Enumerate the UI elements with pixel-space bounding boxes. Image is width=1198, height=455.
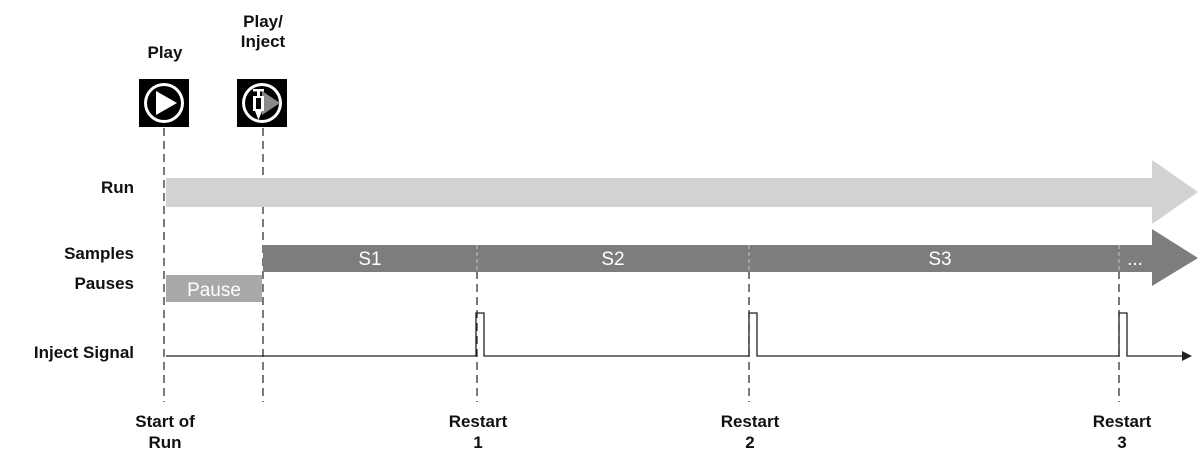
segment-more-label: ... — [1127, 249, 1143, 270]
restart-3-label-line2: 3 — [1117, 433, 1127, 452]
play-inject-icon[interactable] — [237, 79, 287, 127]
samples-row-label: Samples — [64, 244, 134, 263]
play-label: Play — [147, 43, 183, 62]
restart-3-label-line1: Restart — [1092, 412, 1152, 431]
start-of-run-label-line2: Run — [148, 433, 182, 452]
segment-s3-label: S3 — [928, 249, 951, 270]
pause-bar-label: Pause — [187, 280, 241, 301]
run-bar — [166, 160, 1198, 224]
samples-bar — [263, 229, 1198, 286]
pause-bar — [166, 275, 262, 302]
play-icon[interactable] — [139, 79, 189, 127]
restart-2-label-line1: Restart — [720, 412, 780, 431]
segment-s2-label: S2 — [601, 249, 624, 270]
segment-s1-label: S1 — [358, 249, 381, 270]
restart-1-label-line1: Restart — [448, 412, 508, 431]
inject-signal-row-label: Inject Signal — [33, 343, 134, 362]
run-row-label: Run — [100, 178, 134, 197]
play-inject-label-line2: Inject — [240, 32, 286, 51]
start-of-run-label-line1: Start of — [135, 412, 195, 431]
play-inject-label-line1: Play/ — [243, 12, 283, 31]
inject-signal-arrowhead — [1182, 351, 1192, 361]
inject-signal-trace — [166, 312, 1182, 357]
restart-1-label-line2: 1 — [473, 433, 483, 452]
restart-2-label-line2: 2 — [745, 433, 755, 452]
pauses-row-label: Pauses — [74, 274, 134, 293]
